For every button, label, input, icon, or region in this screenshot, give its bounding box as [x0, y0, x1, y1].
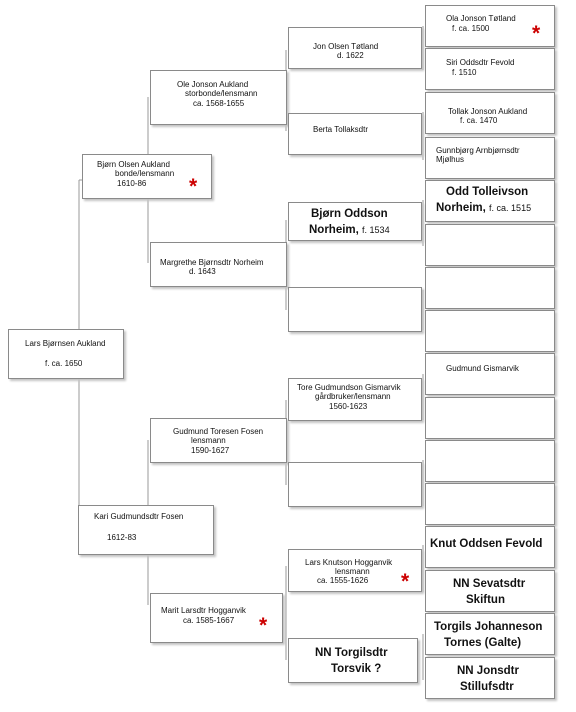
- person-name: Lars Knutson Hogganvik: [305, 558, 393, 567]
- person-dates: f. ca. 1470: [460, 116, 498, 125]
- person-tore-gudmundson-gismarvik: Tore Gudmundson Gismarvik gårdbruker/len…: [288, 378, 422, 421]
- person-dates: 1590-1627: [191, 446, 230, 455]
- person-dates: ca. 1568-1655: [193, 99, 245, 108]
- person-jon-olsen-totland: Jon Olsen Tøtland d. 1622: [288, 27, 422, 69]
- person-surname: Norheim,: [309, 224, 359, 236]
- person-surname: Norheim,: [436, 202, 486, 214]
- empty-person-slot: [425, 224, 555, 266]
- person-name: Siri Oddsdtr Fevold: [446, 58, 515, 67]
- person-nn-torgilsdtr-torsvik: NN Torgilsdtr Torsvik ?: [288, 638, 418, 683]
- empty-person-slot: [425, 397, 555, 439]
- person-name-line2: Mjølhus: [436, 155, 465, 164]
- person-name: Torgils Johanneson: [434, 621, 543, 633]
- person-name: NN Torgilsdtr: [315, 647, 388, 659]
- person-name-line2: Torsvik ?: [331, 663, 382, 675]
- person-title: lensmann: [335, 567, 370, 576]
- person-bjorn-olsen-aukland: Bjørn Olsen Aukland bonde/lensmann 1610-…: [82, 154, 212, 199]
- person-name: Kari Gudmundsdtr Fosen: [94, 512, 184, 521]
- person-dates: f. ca. 1515: [489, 203, 532, 213]
- person-name: Margrethe Bjørnsdtr Norheim: [160, 258, 264, 267]
- marker-star-icon: *: [259, 614, 268, 637]
- person-title: lensmann: [191, 436, 226, 445]
- person-name-line2: Norheim, f. 1534: [309, 222, 390, 238]
- person-dates: f. 1534: [362, 225, 390, 235]
- marker-star-icon: *: [401, 570, 410, 593]
- empty-person-slot: [288, 462, 422, 507]
- person-gudmund-toresen-fosen: Gudmund Toresen Fosen lensmann 1590-1627: [150, 418, 287, 463]
- person-dates: ca. 1555-1626: [317, 576, 369, 585]
- person-name: Lars Bjørnsen Aukland: [25, 339, 106, 348]
- empty-person-slot: [425, 440, 555, 482]
- person-name: Tollak Jonson Aukland: [448, 107, 528, 116]
- person-knut-oddsen-fevold: Knut Oddsen Fevold: [425, 526, 555, 568]
- person-dates: d. 1622: [337, 51, 364, 60]
- person-lars-bjornsen-aukland: Lars Bjørnsen Aukland f. ca. 1650: [8, 329, 124, 379]
- person-dates: ca. 1585-1667: [183, 616, 235, 625]
- empty-person-slot: [288, 287, 422, 332]
- person-name: Bjørn Olsen Aukland: [97, 160, 170, 169]
- person-lars-knutson-hogganvik: Lars Knutson Hogganvik lensmann ca. 1555…: [288, 549, 422, 592]
- empty-person-slot: [425, 310, 555, 352]
- person-dates: 1612-83: [107, 533, 137, 542]
- person-nn-sevatsdtr-skiftun: NN Sevatsdtr Skiftun: [425, 570, 555, 612]
- person-name: Ola Jonson Tøtland: [446, 14, 516, 23]
- person-name: Odd Tolleivson: [446, 186, 529, 198]
- person-margrethe-bjornsdtr-norheim: Margrethe Bjørnsdtr Norheim d. 1643: [150, 242, 287, 287]
- person-name: Ole Jonson Aukland: [177, 80, 249, 89]
- person-name: NN Sevatsdtr: [453, 578, 526, 590]
- person-dates: f. ca. 1500: [452, 24, 490, 33]
- empty-person-slot: [425, 483, 555, 525]
- person-dates: 1560-1623: [329, 402, 368, 411]
- person-name-line2: Norheim, f. ca. 1515: [436, 200, 531, 216]
- person-nn-jonsdtr-stillufsdtr: NN Jonsdtr Stillufsdtr: [425, 657, 555, 699]
- person-torgils-johanneson-tornes: Torgils Johanneson Tornes (Galte): [425, 613, 555, 655]
- person-name: Gunnbjørg Arnbjørnsdtr: [436, 146, 520, 155]
- person-dates: 1610-86: [117, 179, 147, 188]
- person-name: Marit Larsdtr Hogganvik: [161, 606, 246, 615]
- person-odd-tolleivson-norheim: Odd Tolleivson Norheim, f. ca. 1515: [425, 180, 555, 222]
- person-marit-larsdtr-hogganvik: Marit Larsdtr Hogganvik ca. 1585-1667 *: [150, 593, 283, 643]
- person-name: Tore Gudmundson Gismarvik: [297, 383, 401, 392]
- person-bjorn-oddson-norheim: Bjørn Oddson Norheim, f. 1534: [288, 202, 422, 241]
- person-ole-jonson-aukland: Ole Jonson Aukland storbonde/lensmann ca…: [150, 70, 287, 125]
- empty-person-slot: [425, 267, 555, 309]
- person-siri-oddsdtr-fevold: Siri Oddsdtr Fevold f. 1510: [425, 48, 555, 90]
- person-name-line2: Skiftun: [466, 594, 505, 606]
- person-dates: d. 1643: [189, 267, 216, 276]
- person-ola-jonson-totland: Ola Jonson Tøtland f. ca. 1500 *: [425, 5, 555, 47]
- person-name: NN Jonsdtr: [457, 665, 519, 677]
- person-berta-tollaksdtr: Berta Tollaksdtr: [288, 113, 422, 155]
- person-gunnbjorg-arnbjornsdtr-mjolhus: Gunnbjørg Arnbjørnsdtr Mjølhus: [425, 137, 555, 179]
- person-title: gårdbruker/lensmann: [315, 392, 391, 401]
- person-tollak-jonson-aukland: Tollak Jonson Aukland f. ca. 1470: [425, 92, 555, 134]
- person-dates: f. ca. 1650: [45, 359, 83, 368]
- person-name: Jon Olsen Tøtland: [313, 42, 379, 51]
- marker-star-icon: *: [532, 22, 541, 45]
- marker-star-icon: *: [189, 175, 198, 198]
- person-name: Gudmund Gismarvik: [446, 364, 519, 373]
- person-name: Berta Tollaksdtr: [313, 125, 368, 134]
- person-kari-gudmundsdtr-fosen: Kari Gudmundsdtr Fosen 1612-83: [78, 505, 214, 555]
- person-name-line2: Stillufsdtr: [460, 681, 514, 693]
- person-name: Gudmund Toresen Fosen: [173, 427, 264, 436]
- person-title: storbonde/lensmann: [185, 89, 258, 98]
- person-gudmund-gismarvik: Gudmund Gismarvik: [425, 353, 555, 395]
- person-name: Knut Oddsen Fevold: [430, 538, 543, 550]
- person-title: bonde/lensmann: [115, 169, 175, 178]
- person-name: Bjørn Oddson: [311, 208, 388, 220]
- person-name-line2: Tornes (Galte): [444, 637, 522, 649]
- person-dates: f. 1510: [452, 68, 477, 77]
